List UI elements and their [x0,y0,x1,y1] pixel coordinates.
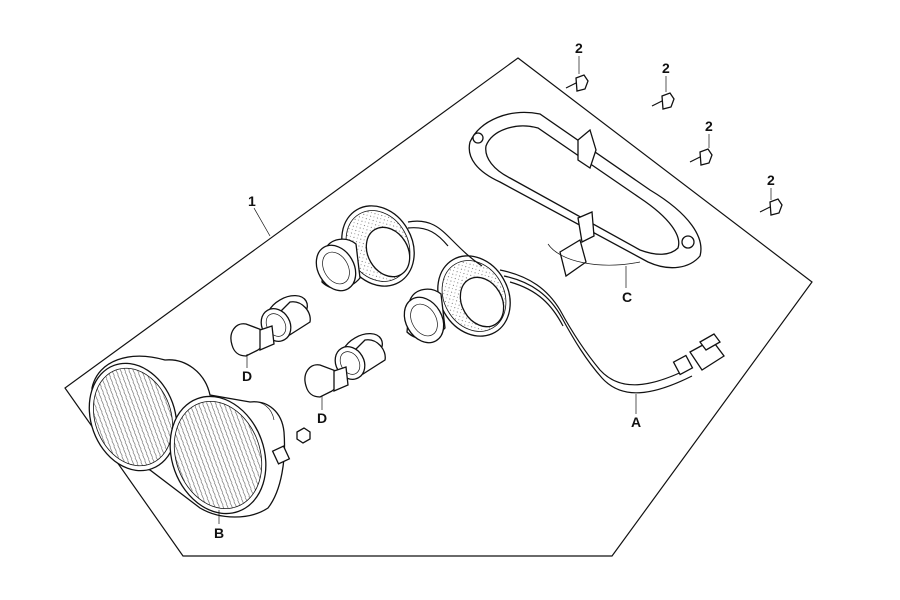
lens-housing [88,355,291,518]
callout-bulb-lower: D [317,410,327,426]
callout-screw-4: 2 [767,172,775,188]
bulb-lower [304,364,349,398]
bulb-socket-upper [260,294,311,342]
screw-4 [759,198,783,216]
callout-lens: B [214,525,224,541]
nut-part [296,427,311,444]
callout-assembly: 1 [248,193,256,209]
callout-screw-2: 2 [662,60,670,76]
callout-bracket: C [622,289,632,305]
callout-bulb-upper: D [242,368,252,384]
screw-3 [689,148,713,166]
callout-wire-harness: A [631,414,641,430]
screw-2 [651,92,675,110]
leader-lines [218,56,772,524]
wire-harness [407,220,725,394]
reflector-lower [403,255,511,344]
bulb-upper [230,323,275,357]
callout-screw-3: 2 [705,118,713,134]
mounting-bracket [468,111,702,278]
callout-screw-1: 2 [575,40,583,56]
screw-1 [565,74,589,92]
assembly-outline [64,57,813,557]
reflector-upper [315,205,415,292]
